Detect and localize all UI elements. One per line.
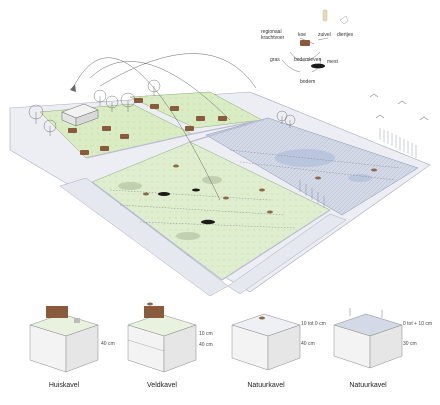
- arc-arrowhead: [70, 84, 76, 92]
- cycle-milk-bottle: [322, 9, 328, 22]
- cycle-label-regional-line1: regionaal: [261, 29, 282, 35]
- field-depression: [202, 176, 222, 184]
- panel-4-dim-2: 30 cm: [403, 341, 417, 347]
- cycle-cow: [300, 40, 310, 46]
- cycle-fauna: [339, 15, 349, 25]
- cows: [68, 98, 227, 155]
- panel-veldkavel: [127, 302, 197, 373]
- right-road: [227, 213, 347, 295]
- fences: [109, 149, 401, 229]
- panel-title-natuurkavel-2: Natuurkavel: [349, 382, 387, 389]
- trees: [28, 79, 296, 136]
- ditches: [85, 117, 331, 281]
- panel-natuurkavel-1: [231, 313, 301, 371]
- panel-1-dim-1: 40 cm: [101, 341, 115, 347]
- panel-4-dim-1: 0 tot + 10 cm: [403, 321, 433, 327]
- cycle-label-fauna: diertjes: [337, 32, 354, 38]
- panel-2-dim-2: 40 cm: [199, 342, 213, 348]
- panel-title-veldkavel: Veldkavel: [147, 382, 177, 389]
- panel-3-dim-2: 40 cm: [301, 341, 315, 347]
- panel-title-huiskavel: Huiskavel: [48, 382, 80, 389]
- panel-natuurkavel-2: [333, 308, 403, 369]
- cycle-label-grass: gras: [270, 57, 280, 63]
- cycle-arcs: [71, 53, 257, 201]
- meadow-birds: [143, 164, 377, 214]
- farmhouse: [61, 103, 99, 127]
- field-plot-dots: [92, 142, 330, 280]
- flying-birds: [369, 93, 429, 121]
- cycle-label-regional-line2: krachtvoer: [261, 35, 285, 41]
- cycle-label-soil: bodem: [300, 79, 316, 85]
- field-depression: [118, 182, 142, 190]
- cycle-label-dairy: zuivel: [318, 32, 331, 38]
- cycle-label-cow: koe: [298, 32, 307, 38]
- field-depression: [176, 232, 200, 240]
- reed-fringe: [299, 128, 417, 208]
- panel-huiskavel: [29, 306, 99, 373]
- water-pool-small: [348, 174, 372, 182]
- panel-title-natuurkavel-1: Natuurkavel: [247, 382, 285, 389]
- cycle-label-manure: mest: [327, 59, 338, 65]
- panel-2-dim-1: 10 cm: [199, 331, 213, 337]
- panel-3-dim-1: 10 tot 0 cm: [301, 321, 326, 327]
- manure-heaps: [158, 188, 215, 225]
- cycle-label-soil-life: bodemleven: [294, 57, 322, 63]
- cycle-manure-heap: [311, 63, 325, 69]
